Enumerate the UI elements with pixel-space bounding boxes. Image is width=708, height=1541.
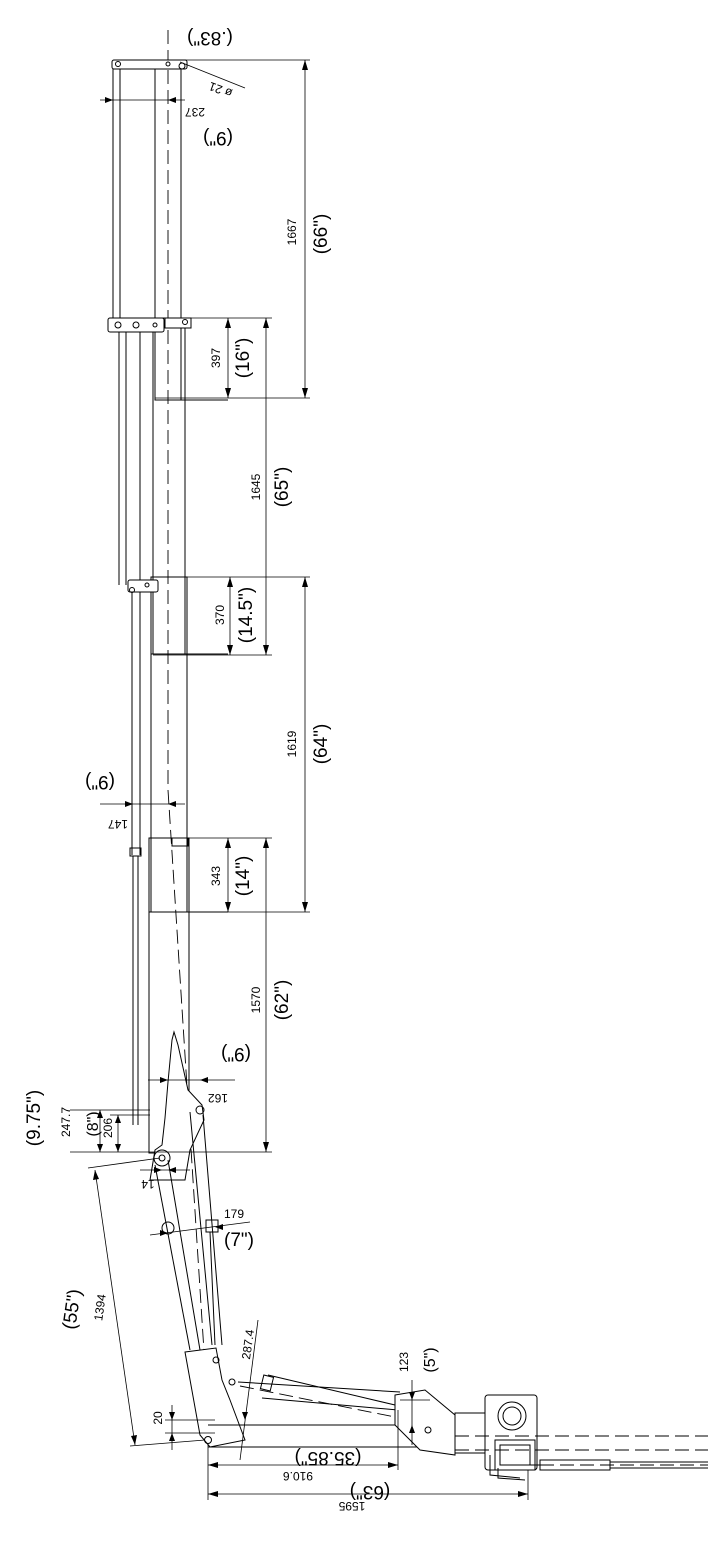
dim-label: (65") bbox=[272, 467, 293, 508]
dim-label: (62") bbox=[272, 980, 293, 1021]
dim-label: 20 bbox=[151, 1411, 165, 1425]
dim-label: 1619 bbox=[285, 730, 299, 757]
dim-label: (63") bbox=[350, 1481, 391, 1502]
bracket-2 bbox=[107, 317, 165, 333]
dim-label: (64") bbox=[311, 724, 332, 765]
dim-label: (7") bbox=[224, 1230, 254, 1251]
tip-bracket bbox=[111, 59, 188, 70]
dim-label: 1645 bbox=[249, 473, 263, 500]
dim-label: (14") bbox=[233, 856, 254, 897]
dim-label: (8") bbox=[85, 1111, 102, 1136]
dim-label: (66") bbox=[311, 214, 332, 255]
dim-label: (9.75") bbox=[24, 1090, 45, 1146]
wear-pad bbox=[171, 837, 189, 847]
dim-label: 237 bbox=[185, 105, 205, 119]
bracket-3 bbox=[127, 579, 159, 593]
dim-label: 910.6 bbox=[283, 1469, 313, 1483]
dim-label: 287.4 bbox=[239, 1328, 257, 1360]
dim-label: 179 bbox=[224, 1207, 244, 1221]
dimension-lines bbox=[70, 59, 529, 1500]
dim-label: 397 bbox=[209, 348, 223, 368]
dim-label: 14 bbox=[141, 1177, 155, 1191]
dim-label: (5") bbox=[422, 1347, 439, 1372]
dim-label: 247.7 bbox=[59, 1107, 73, 1137]
dim-label: 1595 bbox=[338, 1499, 365, 1513]
boom-head bbox=[149, 1030, 205, 1235]
dim-label: 1394 bbox=[91, 1293, 109, 1322]
dim-label: 162 bbox=[208, 1091, 228, 1105]
dim-label: (16") bbox=[233, 338, 254, 379]
dimension-labels: (.83") ø 21 237 (9") 1667 (66") 397 (16"… bbox=[24, 27, 439, 1513]
extension-cylinders bbox=[107, 59, 192, 1125]
boom-section-3 bbox=[150, 576, 188, 913]
dim-label: 147 bbox=[108, 817, 128, 831]
dim-label: 370 bbox=[213, 605, 227, 625]
dim-label: 123 bbox=[397, 1352, 411, 1372]
dim-label: (14.5") bbox=[236, 587, 257, 643]
dim-label: (55") bbox=[59, 1288, 85, 1331]
dim-label: 1667 bbox=[285, 218, 299, 245]
lower-boom-base bbox=[184, 1347, 456, 1456]
boom-section-2 bbox=[152, 317, 186, 655]
dim-label: (35.85") bbox=[295, 1447, 362, 1468]
dim-label: (9") bbox=[203, 127, 233, 148]
slew-bearing bbox=[497, 1401, 527, 1431]
dim-label: 343 bbox=[209, 866, 223, 886]
dim-label: (.83") bbox=[187, 27, 233, 48]
dim-label: 1570 bbox=[249, 986, 263, 1013]
dim-label: 206 bbox=[101, 1118, 115, 1138]
dim-label: (9") bbox=[85, 771, 115, 792]
slew-assembly bbox=[454, 1394, 708, 1481]
dim-label: (9") bbox=[221, 1043, 251, 1064]
